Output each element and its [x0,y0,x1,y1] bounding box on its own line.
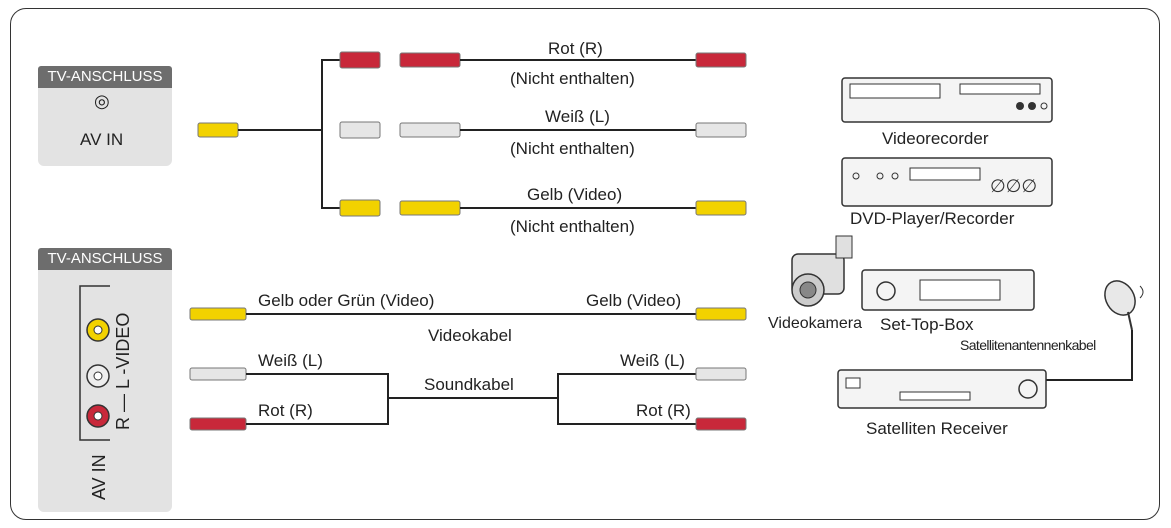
satellite-receiver-icon [837,369,1047,409]
port-audio-red [86,404,110,428]
satellite-cable [1034,330,1133,381]
set-top-box-icon [861,269,1035,311]
video-camera-icon [791,235,853,307]
cable-red-note: (Nicht enthalten) [510,69,635,88]
sat-cable-label: Satellitenantennenkabel [960,337,1096,353]
port-audio-white [86,364,110,388]
sound-cable [189,367,747,431]
cable-white-top [399,122,747,138]
sound-left-red-label: Rot (R) [258,401,313,420]
vcr-label: Videorecorder [882,129,989,148]
sound-cable-name: Soundkabel [424,375,514,394]
splitter-cable [197,51,381,217]
video-cable-left-label: Gelb oder Grün (Video) [258,291,435,310]
video-cable [189,307,747,321]
settop-label: Set-Top-Box [880,315,974,334]
dvd-player-icon: ∅∅∅ [841,157,1053,207]
cable-red-top [399,52,747,68]
video-cable-right-label: Gelb (Video) [586,291,682,310]
cable-white-label: Weiß (L) [545,107,610,126]
camera-label: Videokamera [768,315,862,332]
diagram-frame [10,8,1160,520]
cable-yellow-note: (Nicht enthalten) [510,217,635,236]
av-in-icon: ◎ [94,91,110,111]
tv-port-header-bottom: TV-ANSCHLUSS [38,248,172,270]
svg-text:∅∅∅: ∅∅∅ [990,176,1037,197]
tv-port-header-top: TV-ANSCHLUSS [38,66,172,88]
satellite-dish-icon [1104,280,1144,331]
dvd-label: DVD-Player/Recorder [850,209,1015,228]
av-in-label-top: AV IN [80,130,124,149]
video-cable-name: Videokabel [428,326,512,345]
sound-right-white-label: Weiß (L) [620,351,685,370]
port-bracket [79,285,110,441]
cable-white-note: (Nicht enthalten) [510,139,635,158]
receiver-label: Satelliten Receiver [866,419,1008,438]
cable-red-label: Rot (R) [548,39,603,58]
port-video-yellow [86,318,110,342]
vcr-icon [841,77,1053,123]
cable-yellow-top [399,200,747,216]
sound-right-red-label: Rot (R) [636,401,691,420]
sound-left-white-label: Weiß (L) [258,351,323,370]
cable-yellow-label: Gelb (Video) [527,185,623,204]
